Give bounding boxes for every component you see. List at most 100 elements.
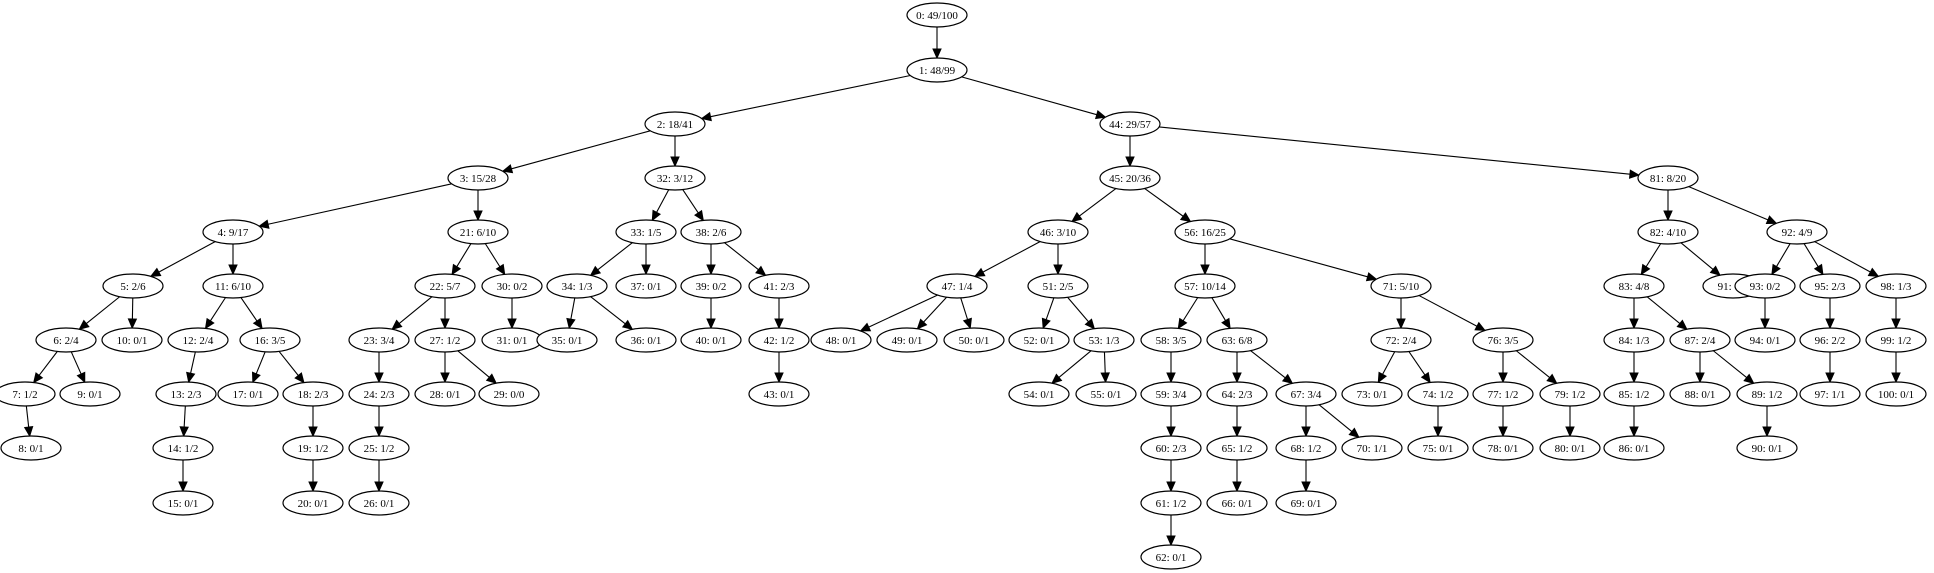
- tree-node: 23: 3/4: [348, 327, 410, 353]
- tree-node: 32: 3/12: [644, 165, 706, 191]
- node-label: 66: 0/1: [1222, 498, 1253, 510]
- tree-node: 69: 0/1: [1275, 490, 1337, 516]
- tree-edge: [1071, 188, 1117, 223]
- arrowhead-icon: [1377, 371, 1387, 384]
- arrowhead-icon: [1891, 318, 1901, 330]
- tree-node: 29: 0/0: [478, 381, 540, 407]
- node-label: 86: 0/1: [1619, 443, 1650, 455]
- tree-node: 59: 3/4: [1140, 381, 1202, 407]
- arrowhead-icon: [391, 319, 403, 330]
- node-ellipse: [1407, 435, 1469, 461]
- node-ellipse: [748, 381, 810, 407]
- tree-edge: [916, 296, 947, 330]
- node-label: 52: 0/1: [1024, 335, 1055, 347]
- tree-node: 15: 0/1: [152, 490, 214, 516]
- tree-node: 54: 0/1: [1008, 381, 1070, 407]
- tree-edge: [374, 352, 384, 384]
- node-label: 41: 2/3: [764, 281, 795, 293]
- tree-edge: [1100, 351, 1110, 384]
- node-label: 6: 2/4: [53, 335, 79, 347]
- node-ellipse: [282, 381, 344, 407]
- node-ellipse: [155, 381, 217, 407]
- tree-edge: [700, 74, 911, 122]
- arrowhead-icon: [1433, 426, 1443, 438]
- arrowhead-icon: [258, 219, 270, 229]
- arrowhead-icon: [186, 371, 196, 384]
- tree-edge: [1565, 406, 1575, 438]
- tree-node: 87: 2/4: [1669, 327, 1731, 353]
- tree-edge: [1125, 136, 1135, 168]
- node-label: 53: 1/3: [1089, 335, 1120, 347]
- tree-edge: [1159, 126, 1641, 179]
- tree-node: 30: 0/2: [481, 273, 543, 299]
- arrowhead-icon: [179, 426, 189, 438]
- node-ellipse: [35, 327, 97, 353]
- arrowhead-icon: [1760, 318, 1770, 330]
- arrowhead-icon: [1629, 372, 1639, 384]
- edge-line: [1515, 350, 1551, 379]
- arrowhead-icon: [1825, 318, 1835, 330]
- node-ellipse: [1140, 544, 1202, 570]
- arrowhead-icon: [507, 318, 517, 330]
- arrowhead-icon: [1663, 210, 1673, 222]
- edge-line: [1318, 404, 1353, 432]
- arrowhead-icon: [589, 265, 602, 277]
- node-ellipse: [0, 435, 62, 461]
- node-label: 70: 1/1: [1357, 443, 1388, 455]
- tree-edge: [32, 351, 58, 384]
- node-ellipse: [1603, 435, 1665, 461]
- node-label: 9: 0/1: [77, 389, 102, 401]
- node-label: 25: 1/2: [364, 443, 395, 455]
- node-label: 59: 3/4: [1156, 389, 1187, 401]
- node-label: 73: 0/1: [1357, 389, 1388, 401]
- arrowhead-icon: [127, 318, 138, 330]
- arrowhead-icon: [1743, 373, 1755, 385]
- node-ellipse: [1099, 165, 1161, 191]
- tree-edge: [706, 298, 716, 330]
- tree-edge: [1515, 350, 1558, 385]
- tree-edge: [1688, 186, 1778, 225]
- tree-edge: [451, 243, 472, 276]
- tree-node: 74: 1/2: [1407, 381, 1469, 407]
- node-label: 14: 1/2: [168, 443, 199, 455]
- tree-node: 97: 1/1: [1799, 381, 1861, 407]
- node-ellipse: [1472, 381, 1534, 407]
- node-ellipse: [478, 381, 540, 407]
- edge-line: [398, 296, 433, 324]
- node-label: 42: 1/2: [764, 335, 795, 347]
- node-label: 47: 1/4: [942, 281, 973, 293]
- node-ellipse: [1027, 219, 1089, 245]
- node-ellipse: [1734, 273, 1796, 299]
- node-ellipse: [1669, 381, 1731, 407]
- tree-edge: [724, 242, 767, 277]
- node-ellipse: [1206, 490, 1268, 516]
- tree-node: 5: 2/6: [102, 273, 164, 299]
- edge-line: [597, 242, 633, 271]
- arrowhead-icon: [1200, 264, 1210, 276]
- node-ellipse: [644, 165, 706, 191]
- arrowhead-icon: [1628, 169, 1641, 179]
- tree-node: 83: 4/8: [1603, 273, 1665, 299]
- arrowhead-icon: [973, 267, 986, 277]
- arrowhead-icon: [1565, 426, 1575, 438]
- edge-line: [1408, 351, 1426, 376]
- arrowhead-icon: [374, 372, 384, 384]
- tree-edge: [308, 406, 318, 438]
- edge-line: [1229, 238, 1368, 278]
- edge-line: [484, 243, 501, 268]
- node-ellipse: [348, 435, 410, 461]
- edge-line: [240, 297, 258, 322]
- arrowhead-icon: [204, 317, 215, 330]
- node-label: 74: 1/2: [1423, 389, 1454, 401]
- node-label: 49: 0/1: [892, 335, 923, 347]
- node-label: 69: 0/1: [1291, 498, 1322, 510]
- tree-node: 76: 3/5: [1472, 327, 1534, 353]
- tree-edge: [589, 242, 633, 277]
- tree-node: 81: 8/20: [1637, 165, 1699, 191]
- tree-edge: [1067, 297, 1096, 330]
- node-label: 50: 0/1: [959, 335, 990, 347]
- tree-node: 21: 6/10: [447, 219, 509, 245]
- tree-edge: [1166, 460, 1176, 493]
- node-ellipse: [1206, 435, 1268, 461]
